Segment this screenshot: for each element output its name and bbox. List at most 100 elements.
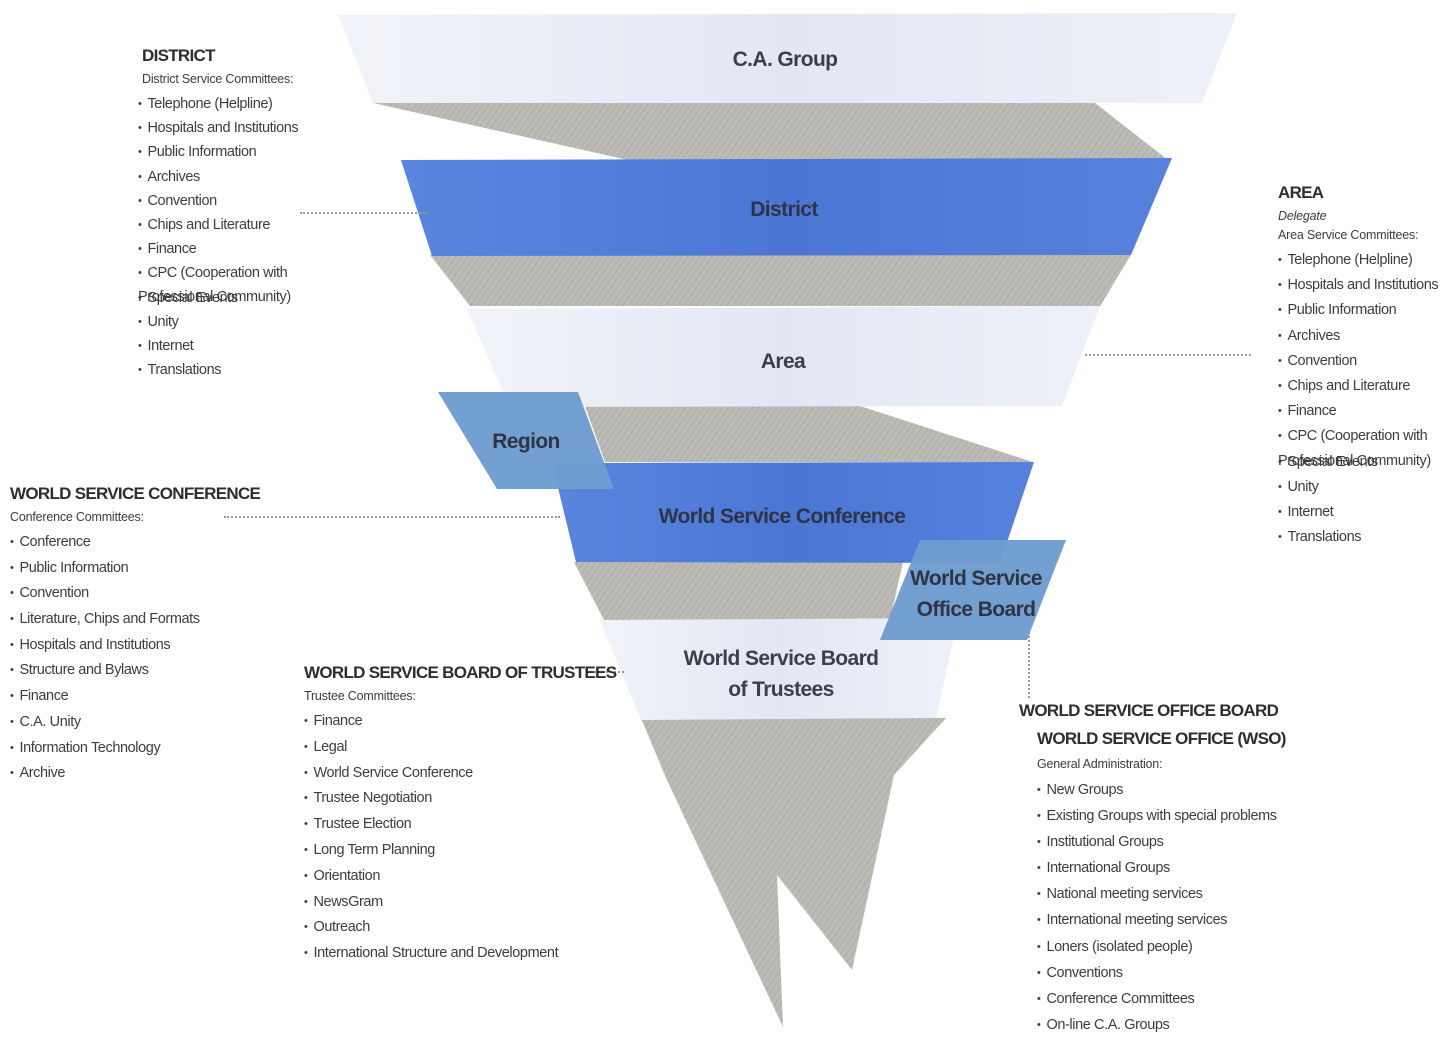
tier-band-trustees bbox=[600, 618, 958, 720]
list-item: CPC (Cooperation with Professional Commu… bbox=[1278, 424, 1438, 469]
list-item: NewsGram bbox=[304, 890, 616, 916]
tier-band-area bbox=[467, 306, 1100, 407]
list-item: Translations bbox=[138, 358, 298, 382]
tier-label-wsc: World Service Conference bbox=[659, 505, 906, 528]
trustees-title: WORLD SERVICE BOARD OF TRUSTEES bbox=[304, 663, 617, 682]
list-item: Convention bbox=[1278, 349, 1438, 374]
list-item: Archives bbox=[138, 165, 298, 189]
list-item: Conference Committees bbox=[1037, 986, 1286, 1012]
tier-label-area: Area bbox=[761, 350, 806, 373]
list-item: Public Information bbox=[10, 556, 260, 582]
trustees-subtitle: Trustee Committees: bbox=[304, 689, 416, 703]
leader-trustees bbox=[590, 671, 624, 673]
wsc-committee-list: Conference Public Information Convention… bbox=[10, 530, 260, 787]
list-item: Archives bbox=[1278, 324, 1438, 349]
area-subtitle: Area Service Committees: bbox=[1278, 228, 1419, 242]
tier-label-wso-board-line2: Office Board bbox=[917, 598, 1036, 621]
tier-band-ca-group bbox=[338, 13, 1237, 103]
list-item: World Service Conference bbox=[304, 761, 616, 787]
list-item: Institutional Groups bbox=[1037, 829, 1286, 855]
tier-label-district: District bbox=[750, 198, 818, 221]
area-panel: AREA Delegate Area Service Committees: T… bbox=[1278, 183, 1439, 550]
tier-tab-wso-board bbox=[880, 540, 1066, 640]
district-subtitle: District Service Committees: bbox=[142, 72, 294, 86]
list-item: Hospitals and Institutions bbox=[10, 633, 260, 659]
wso-panel: WORLD SERVICE OFFICE BOARD WORLD SERVICE… bbox=[1019, 701, 1286, 1038]
list-item: Literature, Chips and Formats bbox=[10, 607, 260, 633]
district-committee-list: Telephone (Helpline) Hospitals and Insti… bbox=[138, 92, 299, 382]
list-item: Convention bbox=[10, 581, 260, 607]
tier-label-trustees-line2: of Trustees bbox=[728, 678, 833, 701]
list-item: Internet bbox=[1278, 500, 1438, 525]
list-item: Hospitals and Institutions bbox=[138, 116, 298, 140]
tier-label-wso-board-line1: World Service bbox=[910, 567, 1042, 590]
wsc-subtitle: Conference Committees: bbox=[10, 510, 144, 524]
list-item: New Groups bbox=[1037, 777, 1286, 803]
list-item: Unity bbox=[138, 310, 298, 334]
list-item: Legal bbox=[304, 735, 616, 761]
list-item: Special Events bbox=[138, 286, 298, 310]
list-item: Long Term Planning bbox=[304, 838, 616, 864]
trustees-committee-list: Finance Legal World Service Conference T… bbox=[304, 709, 616, 967]
list-item: National meeting services bbox=[1037, 881, 1286, 907]
tier-band-district bbox=[401, 158, 1172, 256]
leader-district bbox=[300, 212, 428, 214]
wso-service-list: New Groups Existing Groups with special … bbox=[1037, 777, 1286, 1038]
list-item: Orientation bbox=[304, 864, 616, 890]
list-item: Loners (isolated people) bbox=[1037, 934, 1286, 960]
tier-tab-region bbox=[438, 392, 614, 489]
leader-wsc bbox=[224, 516, 560, 518]
list-item: Archive bbox=[10, 761, 260, 787]
district-panel: DISTRICT District Service Committees: Te… bbox=[128, 46, 299, 382]
tier-band-wsc bbox=[552, 462, 1034, 563]
list-item: Chips and Literature bbox=[1278, 374, 1438, 399]
list-item: Finance bbox=[138, 237, 298, 261]
leader-area bbox=[1085, 354, 1251, 356]
ribbon-district-to-area bbox=[430, 255, 1131, 306]
wso-board-title: WORLD SERVICE OFFICE BOARD bbox=[1019, 701, 1279, 720]
list-item: Internet bbox=[138, 334, 298, 358]
list-item: Outreach bbox=[304, 915, 616, 941]
ribbon-wsc-to-trustees bbox=[574, 562, 903, 620]
list-item: Trustee Negotiation bbox=[304, 786, 616, 812]
list-item: Finance bbox=[304, 709, 616, 735]
list-item: Unity bbox=[1278, 475, 1438, 500]
list-item: Translations bbox=[1278, 525, 1438, 550]
trustees-panel: WORLD SERVICE BOARD OF TRUSTEES Trustee … bbox=[304, 663, 617, 967]
tier-label-trustees-line1: World Service Board bbox=[684, 647, 879, 670]
wso-office-title: WORLD SERVICE OFFICE (WSO) bbox=[1037, 729, 1286, 748]
list-item: CPC (Cooperation with Professional Commu… bbox=[138, 261, 298, 305]
list-item: Telephone (Helpline) bbox=[138, 92, 298, 116]
tier-label-region: Region bbox=[492, 430, 560, 453]
list-item: Trustee Election bbox=[304, 812, 616, 838]
list-item: Chips and Literature bbox=[138, 213, 298, 237]
ribbon-area-to-wsc bbox=[585, 406, 1033, 462]
list-item: Conventions bbox=[1037, 960, 1286, 986]
list-item: International Groups bbox=[1037, 855, 1286, 881]
list-item: Finance bbox=[10, 684, 260, 710]
list-item: C.A. Unity bbox=[10, 710, 260, 736]
list-item: Public Information bbox=[138, 140, 298, 164]
list-item: Telephone (Helpline) bbox=[1278, 248, 1438, 273]
ribbon-group-to-district bbox=[373, 103, 1168, 160]
district-title: DISTRICT bbox=[142, 46, 215, 65]
list-item: Information Technology bbox=[10, 736, 260, 762]
list-item: Conference bbox=[10, 530, 260, 556]
list-item: International Structure and Development bbox=[304, 941, 616, 967]
area-committee-list: Telephone (Helpline) Hospitals and Insti… bbox=[1278, 248, 1439, 550]
list-item: Finance bbox=[1278, 399, 1438, 424]
list-item: Public Information bbox=[1278, 298, 1438, 323]
list-item: Structure and Bylaws bbox=[10, 658, 260, 684]
area-delegate: Delegate bbox=[1278, 209, 1327, 223]
list-item: Hospitals and Institutions bbox=[1278, 273, 1438, 298]
area-title: AREA bbox=[1278, 183, 1324, 202]
list-item: Special Events bbox=[1278, 450, 1438, 475]
list-item: On-line C.A. Groups bbox=[1037, 1012, 1286, 1038]
list-item: Existing Groups with special problems bbox=[1037, 803, 1286, 829]
wso-subtitle: General Administration: bbox=[1037, 757, 1163, 771]
wsc-title: WORLD SERVICE CONFERENCE bbox=[10, 484, 261, 503]
leader-wso-board bbox=[1028, 632, 1030, 698]
tier-label-ca-group: C.A. Group bbox=[733, 48, 838, 71]
list-item: Convention bbox=[138, 189, 298, 213]
